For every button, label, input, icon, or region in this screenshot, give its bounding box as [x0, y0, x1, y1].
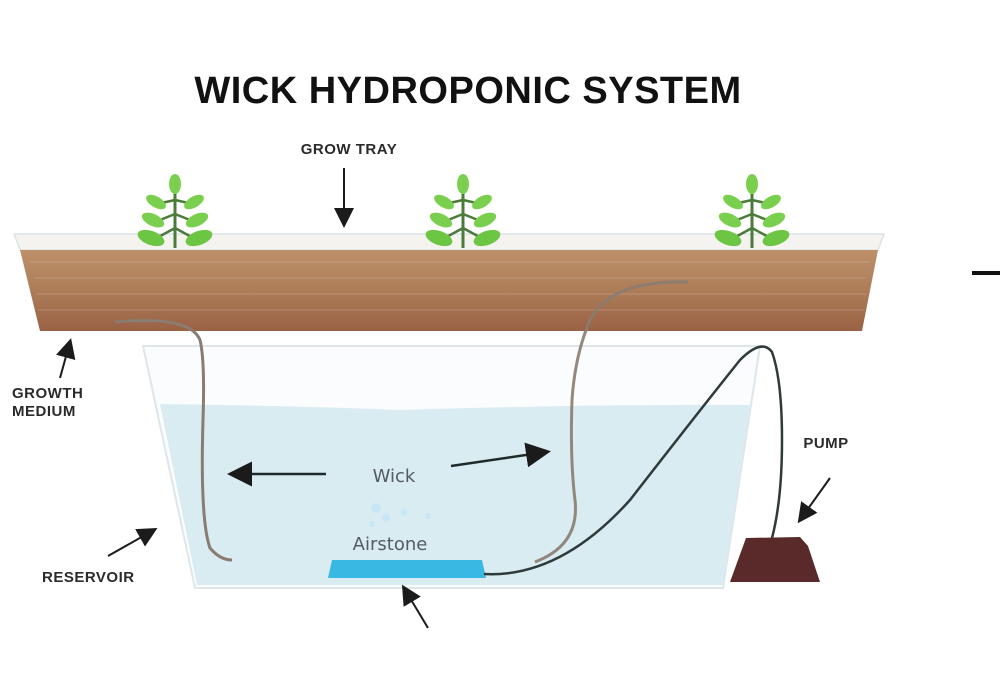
reservoir-water	[160, 404, 750, 585]
wick-arrow-right-icon	[450, 442, 551, 468]
pump-label: PUMP	[803, 435, 848, 452]
wick-label: Wick	[373, 466, 416, 487]
airstone	[328, 560, 486, 578]
wick-left	[114, 318, 233, 562]
airstone-label: Airstone	[353, 534, 428, 555]
growth-medium-soil	[20, 250, 878, 331]
plant-right-icon	[710, 172, 794, 251]
pump-icon	[730, 537, 820, 582]
air-bubbles-icon	[369, 503, 431, 527]
air-tube	[483, 345, 784, 576]
diagram-title: WICK HYDROPONIC SYSTEM	[194, 70, 741, 112]
pump-arrow-icon	[797, 477, 831, 524]
soil-texture	[30, 261, 870, 311]
growth-medium-label-line1: GROWTH	[12, 385, 83, 402]
growth-medium-arrow-icon	[56, 338, 76, 379]
grow-tray-label: GROW TRAY	[301, 141, 397, 158]
reservoir-arrow-icon	[107, 528, 158, 557]
growth-medium-label-line2: MEDIUM	[12, 403, 76, 420]
reservoir-label: RESERVOIR	[42, 569, 135, 586]
airstone-arrow-icon	[401, 584, 429, 629]
plant-left-icon	[133, 172, 217, 251]
wick-right	[534, 280, 689, 564]
plant-center-icon	[421, 172, 505, 251]
